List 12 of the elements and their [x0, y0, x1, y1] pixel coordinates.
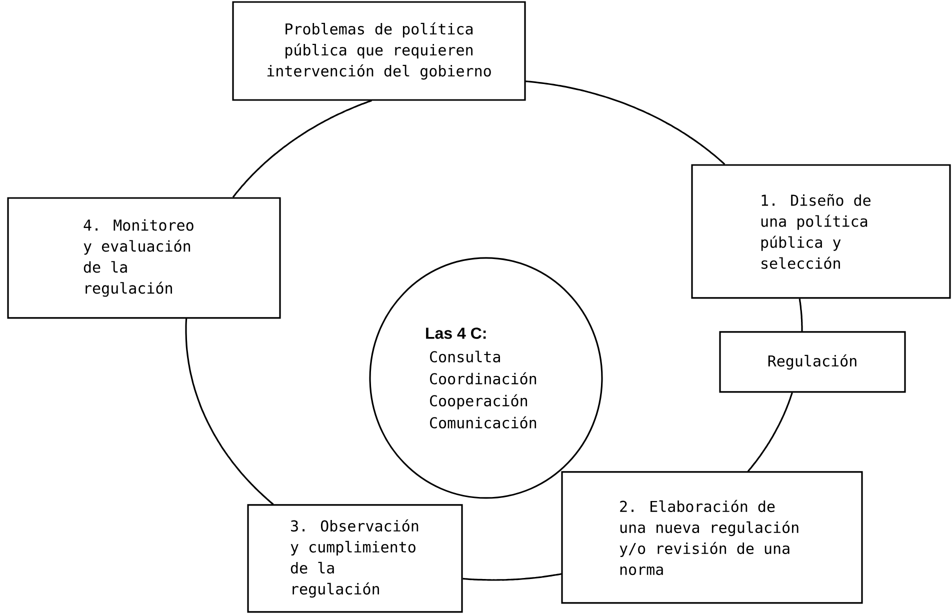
process-box: 2. Elaboración de una nueva regulación y/o revisión de una norma	[561, 471, 863, 604]
connector-arc	[526, 80, 726, 165]
process-box: 4. Monitoreo y evaluación de la regulación	[7, 197, 281, 319]
process-box: Problemas de política pública que requieren intervención del gobierno	[232, 1, 526, 101]
connector-arc	[462, 573, 562, 581]
connector-arc	[185, 318, 274, 505]
process-box: 3. Observación y cumplimiento de la regulación	[247, 504, 463, 613]
connector-arc	[798, 298, 803, 332]
process-box: 1. Diseño de una política pública y selección	[691, 164, 951, 299]
connector-arc	[232, 100, 372, 198]
process-box: Regulación	[719, 331, 906, 393]
connector-arc	[747, 392, 793, 472]
